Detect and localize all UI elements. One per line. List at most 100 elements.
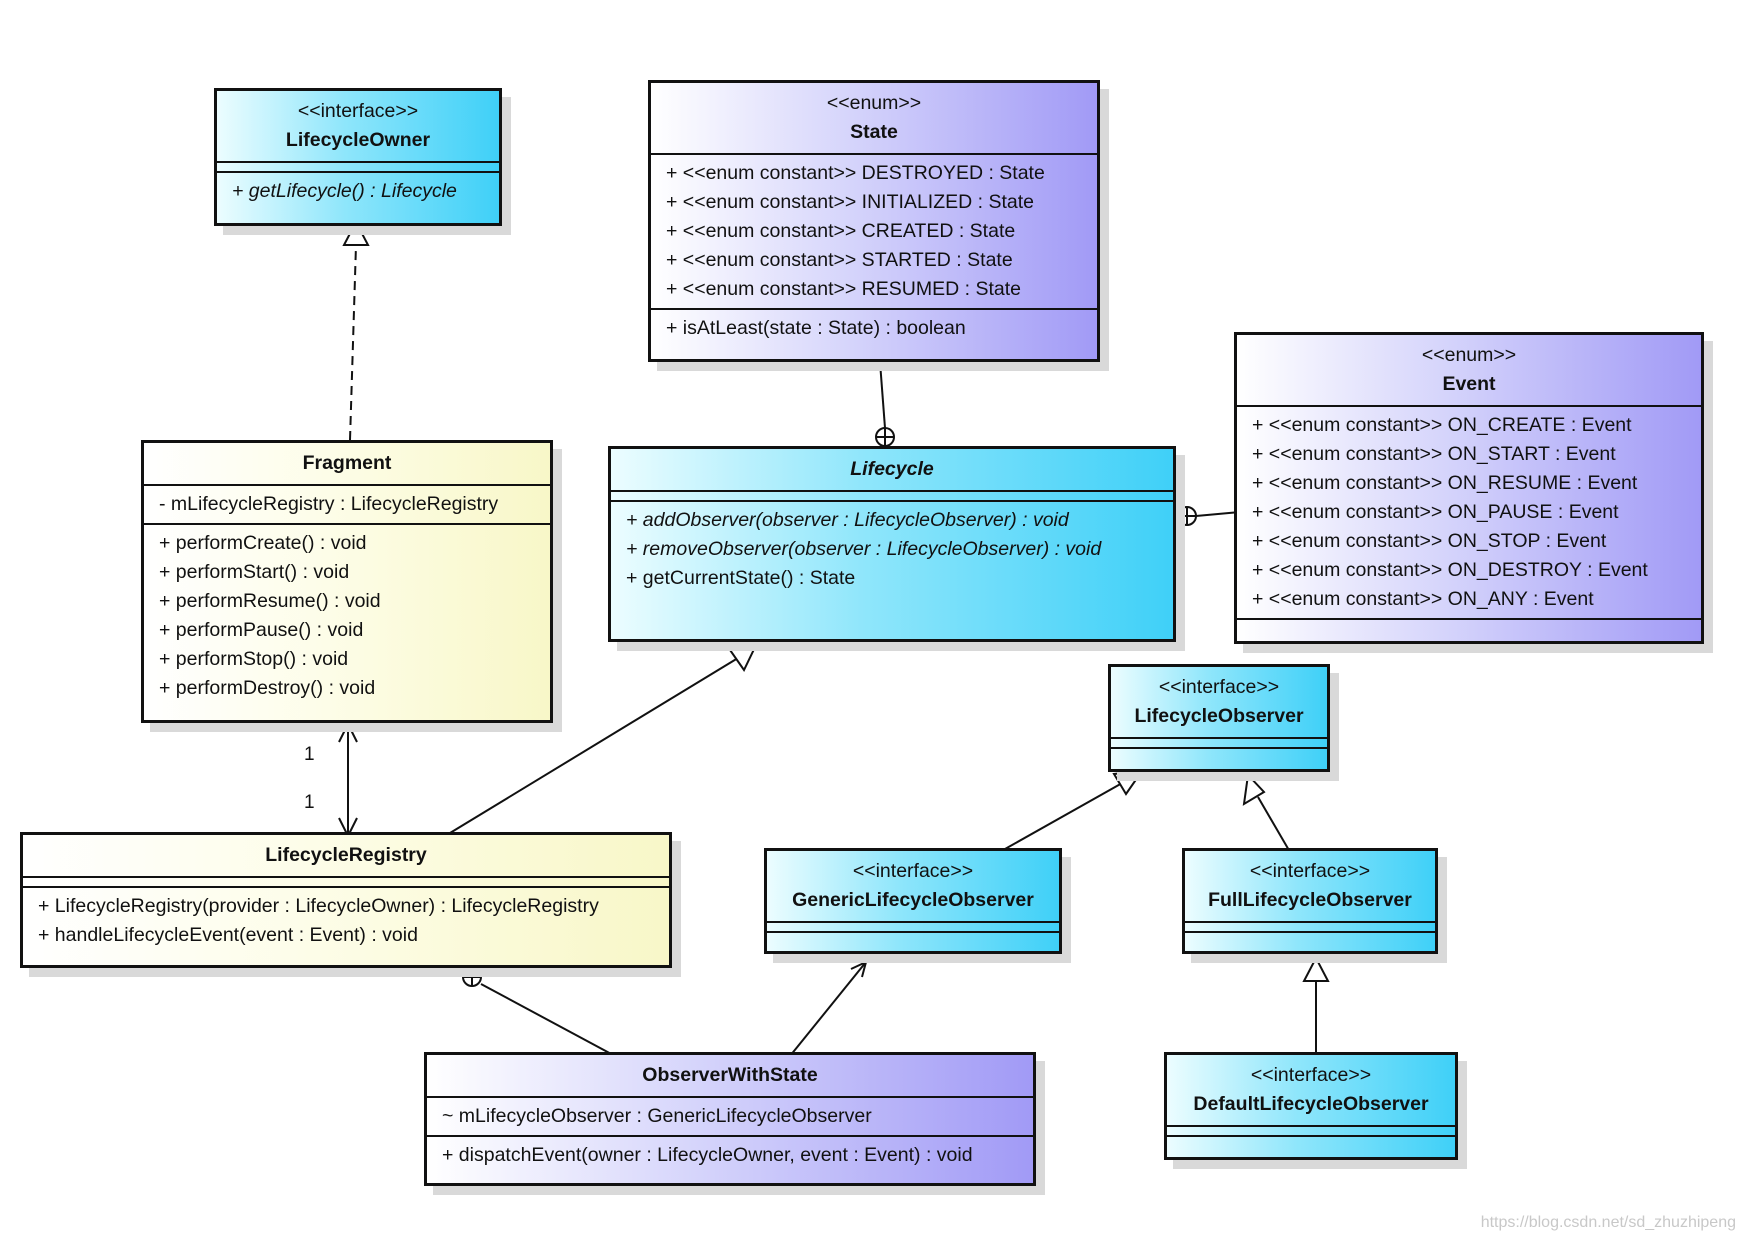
operation-row: + getLifecycle() : Lifecycle (232, 180, 457, 202)
attribute-row: + <<enum constant>> STARTED : State (666, 249, 1013, 271)
operations-section (1111, 747, 1327, 757)
class-lifecycle-observer[interactable]: <<interface>> LifecycleObserver (1108, 664, 1330, 772)
operation-row: + removeObserver(observer : LifecycleObs… (626, 538, 1102, 560)
attribute-row: + <<enum constant>> ON_PAUSE : Event (1252, 501, 1619, 523)
operations-section (767, 931, 1059, 941)
generalization-arrowhead-lifecycleobserver (1112, 769, 1145, 796)
class-header: <<interface>> DefaultLifecycleObserver (1167, 1055, 1455, 1125)
nesting-event-lifecycle (1195, 511, 1241, 517)
class-fragment[interactable]: Fragment - mLifecycleRegistry : Lifecycl… (141, 440, 553, 723)
class-header: <<enum>> State (651, 83, 1097, 153)
operations-section: + performCreate() : void + performStart(… (144, 523, 550, 707)
class-header: <<interface>> LifecycleObserver (1111, 667, 1327, 737)
stereotype-label: <<interface>> (1249, 860, 1371, 882)
class-observer-with-state[interactable]: ObserverWithState ~ mLifecycleObserver :… (424, 1052, 1036, 1186)
attributes-section (1167, 1125, 1455, 1135)
stereotype-label: <<interface>> (297, 100, 419, 122)
class-event[interactable]: <<enum>> Event + <<enum constant>> ON_CR… (1234, 332, 1704, 644)
dependency-arrowhead-generic (850, 960, 868, 978)
attribute-row: + <<enum constant>> ON_RESUME : Event (1252, 472, 1638, 494)
operation-row: + performDestroy() : void (159, 677, 376, 699)
attribute-row: + <<enum constant>> ON_START : Event (1252, 443, 1616, 465)
class-header: Lifecycle (611, 449, 1173, 490)
class-header: Fragment (144, 443, 550, 484)
attribute-row: + <<enum constant>> ON_DESTROY : Event (1252, 559, 1648, 581)
stereotype-label: <<interface>> (1158, 676, 1280, 698)
attribute-row: + <<enum constant>> ON_CREATE : Event (1252, 414, 1632, 436)
class-header: ObserverWithState (427, 1055, 1033, 1096)
attribute-row: + <<enum constant>> RESUMED : State (666, 278, 1021, 300)
stereotype-label: <<enum>> (826, 92, 922, 114)
dependency-observerwithstate-generic (789, 961, 867, 1057)
generalization-arrowhead-full (1242, 772, 1266, 806)
attribute-row: + <<enum constant>> ON_STOP : Event (1252, 530, 1607, 552)
class-name: LifecycleOwner (285, 129, 431, 151)
class-name: GenericLifecycleObserver (792, 889, 1034, 911)
operations-section (1185, 931, 1435, 941)
operations-section: + getLifecycle() : Lifecycle (217, 171, 499, 210)
generalization-full-observer (1257, 796, 1291, 853)
attributes-section (611, 490, 1173, 500)
attributes-section: - mLifecycleRegistry : LifecycleRegistry (144, 484, 550, 523)
multiplicity-registry-end: 1 (304, 792, 315, 813)
realization-arrowhead (342, 219, 370, 246)
class-name: Event (1442, 373, 1496, 395)
class-name: DefaultLifecycleObserver (1193, 1093, 1429, 1115)
realization-fragment-lifecycleowner (349, 244, 357, 441)
generalization-registry-lifecycle (449, 657, 739, 834)
operations-section: + isAtLeast(state : State) : boolean (651, 308, 1097, 347)
class-name: ObserverWithState (642, 1064, 818, 1086)
class-name: Fragment (302, 452, 392, 474)
class-full-lifecycle-observer[interactable]: <<interface>> FullLifecycleObserver (1182, 848, 1438, 954)
operations-section: + dispatchEvent(owner : LifecycleOwner, … (427, 1135, 1033, 1174)
generalization-arrowhead-lifecycle (728, 641, 759, 672)
class-lifecycle[interactable]: Lifecycle + addObserver(observer : Lifec… (608, 446, 1176, 642)
stereotype-label: <<interface>> (1250, 1064, 1372, 1086)
class-header: <<interface>> LifecycleOwner (217, 91, 499, 161)
multiplicity-fragment-end: 1 (304, 744, 315, 765)
class-header: <<interface>> FullLifecycleObserver (1185, 851, 1435, 921)
attributes-section (1185, 921, 1435, 931)
operation-row: + getCurrentState() : State (626, 567, 856, 589)
operation-row: + performPause() : void (159, 619, 364, 641)
class-header: <<interface>> GenericLifecycleObserver (767, 851, 1059, 921)
attribute-row: + <<enum constant>> INITIALIZED : State (666, 191, 1034, 213)
stereotype-label: <<interface>> (852, 860, 974, 882)
attributes-section (767, 921, 1059, 931)
class-lifecycle-registry[interactable]: LifecycleRegistry + LifecycleRegistry(pr… (20, 832, 672, 968)
generalization-generic-observer (1004, 781, 1125, 850)
operation-row: + LifecycleRegistry(provider : Lifecycle… (38, 895, 599, 917)
association-arrowhead-fragment (338, 721, 358, 743)
nesting-state-lifecycle (879, 361, 886, 429)
class-header: LifecycleRegistry (23, 835, 669, 876)
watermark: https://blog.csdn.net/sd_zhuzhipeng (1480, 1214, 1736, 1231)
attributes-section (217, 161, 499, 171)
class-lifecycle-owner[interactable]: <<interface>> LifecycleOwner + getLifecy… (214, 88, 502, 226)
nesting-circle-state (875, 427, 895, 447)
class-name: LifecycleObserver (1134, 705, 1304, 727)
class-name: State (850, 121, 898, 143)
attributes-section (23, 876, 669, 886)
operation-row: + handleLifecycleEvent(event : Event) : … (38, 924, 418, 946)
stereotype-label: <<enum>> (1421, 344, 1517, 366)
attribute-row: + <<enum constant>> DESTROYED : State (666, 162, 1045, 184)
operation-row: + isAtLeast(state : State) : boolean (666, 317, 966, 339)
nesting-circle-event (1177, 506, 1197, 526)
attribute-row: + <<enum constant>> CREATED : State (666, 220, 1016, 242)
nesting-observerwithstate-registry (480, 983, 616, 1057)
attribute-row: - mLifecycleRegistry : LifecycleRegistry (159, 493, 499, 515)
operation-row: + performResume() : void (159, 590, 381, 612)
attributes-section (1111, 737, 1327, 747)
class-generic-lifecycle-observer[interactable]: <<interface>> GenericLifecycleObserver (764, 848, 1062, 954)
generalization-arrowhead-default (1302, 955, 1330, 982)
class-header: <<enum>> Event (1237, 335, 1701, 405)
operations-section (1167, 1135, 1455, 1145)
attributes-section: + <<enum constant>> ON_CREATE : Event + … (1237, 405, 1701, 618)
class-state[interactable]: <<enum>> State + <<enum constant>> DESTR… (648, 80, 1100, 362)
operation-row: + dispatchEvent(owner : LifecycleOwner, … (442, 1144, 973, 1166)
operations-section: + addObserver(observer : LifecycleObserv… (611, 500, 1173, 597)
operation-row: + performStart() : void (159, 561, 350, 583)
class-default-lifecycle-observer[interactable]: <<interface>> DefaultLifecycleObserver (1164, 1052, 1458, 1160)
class-name: FullLifecycleObserver (1208, 889, 1412, 911)
attribute-row: ~ mLifecycleObserver : GenericLifecycleO… (442, 1105, 872, 1127)
